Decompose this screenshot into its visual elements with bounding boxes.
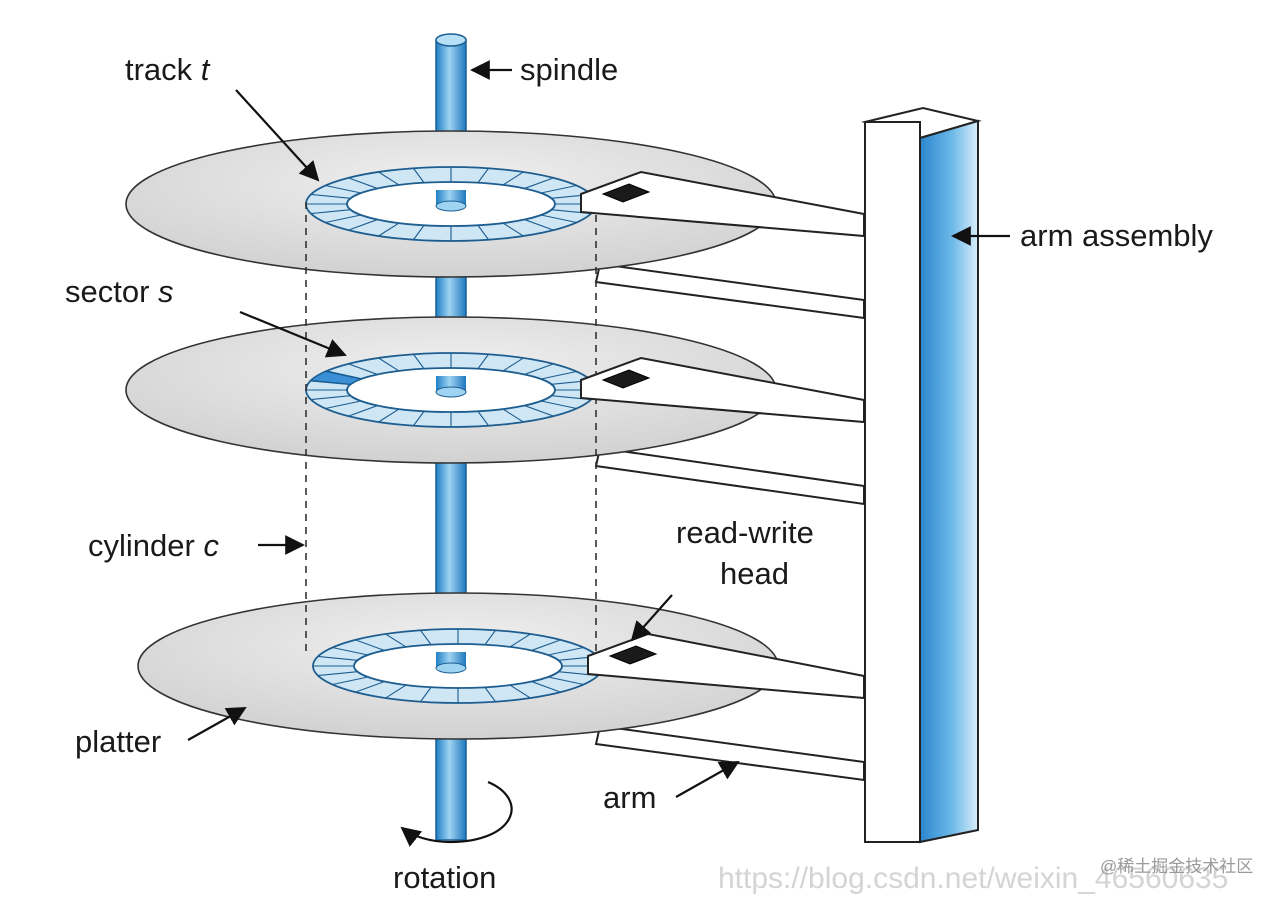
platter-label: platter xyxy=(75,724,161,759)
arms xyxy=(594,262,865,782)
arm-with-head xyxy=(580,356,865,424)
spindle-label: spindle xyxy=(520,52,618,87)
sector-label: sector s xyxy=(65,274,174,309)
platters xyxy=(125,130,779,740)
arm-with-head xyxy=(580,170,865,238)
read-write-head-label: read-write xyxy=(676,515,814,550)
watermark-url: https://blog.csdn.net/weixin_46560635 xyxy=(718,862,1228,895)
rotation-arrow xyxy=(400,780,513,847)
upper-arms xyxy=(580,170,865,700)
arm-label: arm xyxy=(603,780,656,815)
track-label: track t xyxy=(125,52,211,87)
read-write-head xyxy=(608,645,658,665)
arm-assembly-label: arm assembly xyxy=(1020,218,1213,253)
platter xyxy=(125,316,777,464)
label-arrows xyxy=(187,60,1010,798)
watermark-site: @稀土掘金技术社区 xyxy=(1100,857,1253,876)
read-write-head xyxy=(601,183,651,203)
arm-assembly-column xyxy=(861,106,982,844)
read-write-head-label-line2: head xyxy=(720,556,789,591)
cylinder-lines xyxy=(305,202,597,655)
rotation-label: rotation xyxy=(393,860,496,895)
cylinder-label: cylinder c xyxy=(88,528,219,563)
platter xyxy=(137,592,779,740)
read-write-head xyxy=(601,369,651,389)
